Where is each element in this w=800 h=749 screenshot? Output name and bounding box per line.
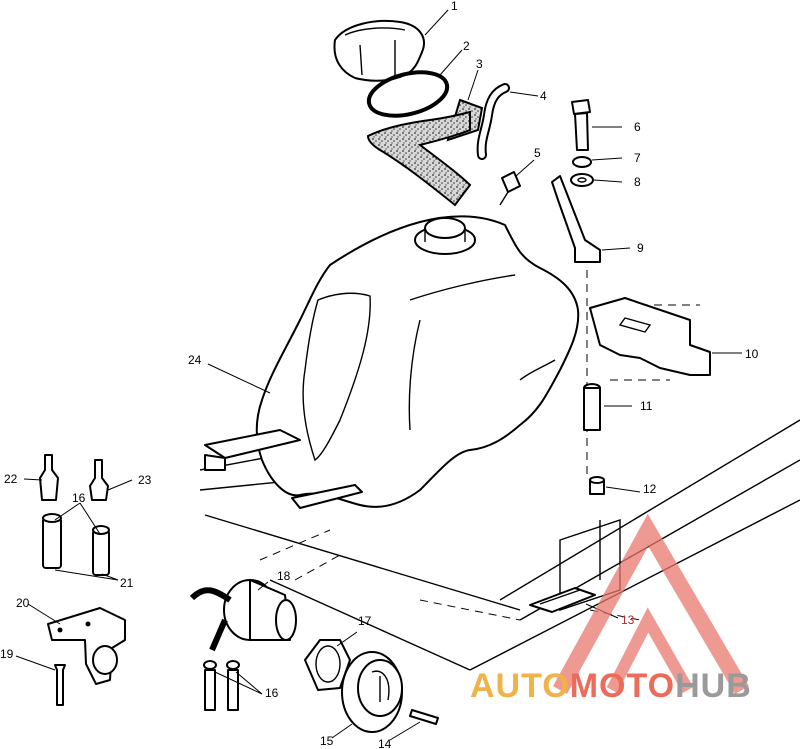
callout-22: 22	[4, 472, 18, 486]
callout-11: 11	[640, 399, 653, 413]
watermark-triangle-logo	[552, 513, 749, 695]
watermark-auto: AUTO	[470, 667, 570, 705]
callout-16a: 16	[72, 491, 86, 505]
spacer	[583, 383, 601, 431]
callout-20: 20	[16, 596, 30, 610]
screw	[409, 709, 439, 725]
hose-fittings-left	[39, 454, 110, 576]
callout-17: 17	[358, 614, 372, 628]
vent-hose	[476, 83, 510, 160]
mounting-bracket	[551, 175, 601, 263]
callout-9: 9	[637, 241, 644, 255]
callout-7: 7	[634, 151, 641, 165]
svg-text:AUTOMOTOHUB: AUTOMOTOHUB	[470, 667, 752, 705]
foam-pad	[366, 98, 484, 207]
hex-nut	[304, 639, 351, 691]
callout-13: 13	[621, 613, 635, 627]
callout-19: 19	[0, 647, 14, 661]
rivet	[54, 664, 66, 706]
callout-6: 6	[634, 120, 641, 134]
callout-labels: 1 2 3 4 5 6 7 8 9 10 11 12 13 14 15 16 1…	[0, 0, 759, 749]
pump-bracket	[47, 607, 126, 685]
fuel-pump	[189, 579, 297, 652]
bushing	[589, 476, 605, 495]
callout-4: 4	[540, 89, 547, 103]
callout-2: 2	[463, 39, 470, 53]
callout-1: 1	[451, 0, 458, 13]
callout-24: 24	[188, 353, 202, 367]
callout-12: 12	[643, 482, 657, 496]
fuel-cap	[333, 19, 425, 82]
o-ring	[366, 70, 450, 118]
callout-10: 10	[745, 347, 759, 361]
callout-14: 14	[378, 737, 392, 749]
hose-clamps-lower	[203, 660, 240, 711]
callout-5: 5	[534, 146, 541, 160]
callout-15: 15	[320, 734, 334, 748]
callout-21: 21	[120, 576, 134, 590]
callout-16b: 16	[265, 686, 279, 700]
grommet	[570, 173, 594, 187]
callout-18: 18	[277, 569, 291, 583]
vent-fitting	[499, 171, 521, 206]
leader-lines	[15, 9, 742, 741]
fuel-tank	[204, 215, 580, 509]
rear-mount-block	[589, 297, 711, 376]
watermark: AUTOMOTOHUB	[470, 513, 752, 705]
watermark-moto: MOTO	[570, 667, 675, 705]
washer	[572, 156, 592, 168]
assembly-guide-lines	[259, 270, 700, 621]
callout-3: 3	[476, 57, 483, 71]
pump-cover	[341, 651, 403, 733]
decal	[529, 587, 596, 613]
bolt	[571, 99, 591, 151]
callout-8: 8	[634, 175, 641, 189]
callout-23: 23	[138, 473, 152, 487]
watermark-hub: HUB	[675, 667, 752, 705]
